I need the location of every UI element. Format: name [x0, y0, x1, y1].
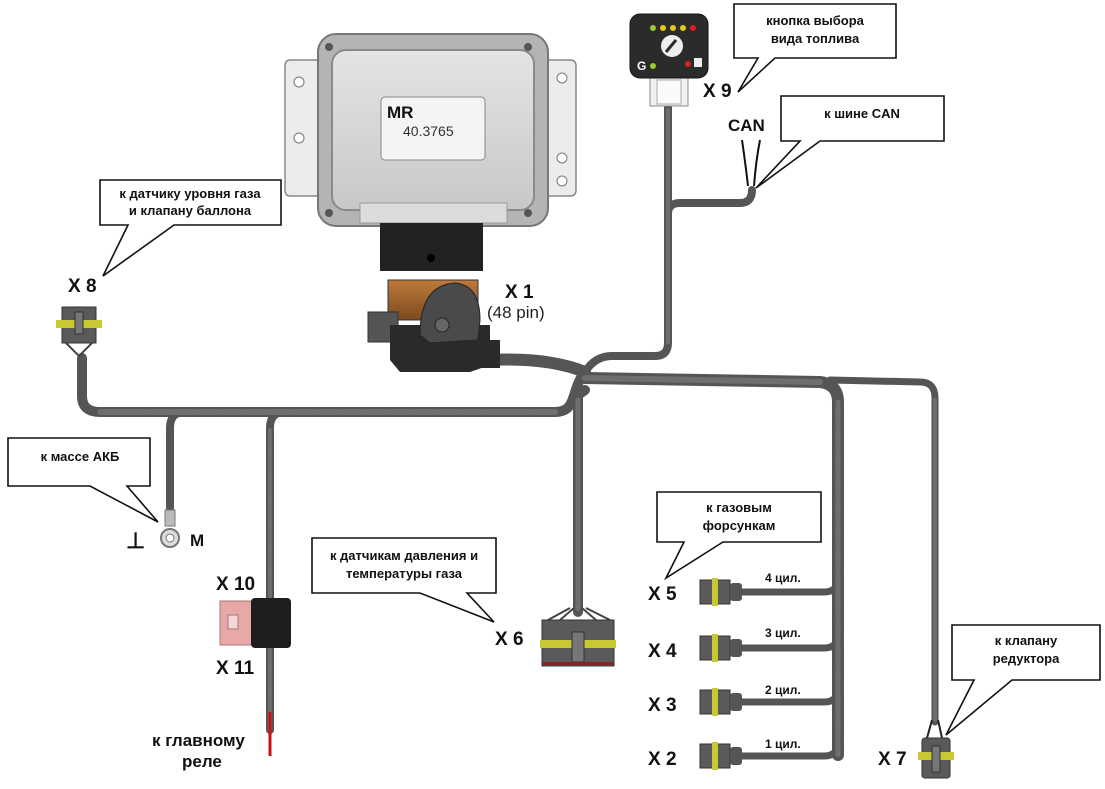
gas-led [650, 63, 656, 69]
callout-fuel-switch: кнопка выбора вида топлива [733, 3, 897, 93]
switch-led [660, 25, 666, 31]
ecu-flange-right [544, 59, 577, 197]
can-wires [741, 139, 761, 187]
x6-label: X 6 [495, 629, 524, 650]
connector-x3[interactable] [699, 688, 742, 716]
connector-x8[interactable] [56, 306, 102, 358]
x2-wire-label: 1 цил. [765, 737, 801, 751]
connector-x4[interactable] [699, 634, 742, 662]
ecu-brand: MR [387, 103, 413, 122]
x2-label: X 2 [648, 749, 677, 770]
connector-x6[interactable] [540, 607, 616, 667]
connector-x7[interactable] [918, 719, 954, 779]
harness-trunk [484, 353, 591, 378]
callout-injectors: к газовым форсункам [656, 491, 822, 581]
callout-battery-ground: к массе АКБ [7, 437, 159, 523]
lock-led [685, 61, 691, 67]
callout-injectors-line2: форсункам [703, 518, 776, 533]
callout-fuel-switch-line2: вида топлива [771, 31, 860, 46]
ecu-label-plate [380, 96, 486, 161]
x1-label: X 1 [505, 282, 534, 303]
callout-injectors-line1: к газовым [706, 500, 772, 515]
connector-x1[interactable] [367, 279, 500, 372]
fuse-holder-x10-x11[interactable] [219, 598, 291, 648]
x1-pins: (48 pin) [487, 303, 545, 322]
callout-reducer-valve-line1: к клапану [995, 633, 1058, 648]
main-relay-label-line2: реле [182, 752, 222, 771]
x9-label: X 9 [703, 81, 732, 102]
switch-led [680, 25, 686, 31]
x10-label: X 10 [216, 574, 255, 595]
x8-label: X 8 [68, 276, 97, 297]
ground-symbol-icon: ⊥ [126, 528, 145, 553]
callout-reducer-valve-line2: редуктора [993, 651, 1060, 666]
harness [77, 96, 939, 761]
callout-reducer-valve: к клапану редуктора [945, 624, 1101, 736]
connector-x5[interactable] [699, 578, 742, 606]
wire-can [664, 186, 756, 218]
callout-battery-ground-line1: к массе АКБ [41, 449, 120, 464]
wire-ground [166, 408, 189, 514]
callout-pressure-temp-line1: к датчикам давления и [330, 548, 478, 563]
wire-x7 [826, 376, 939, 726]
ground-mark: M [190, 531, 204, 550]
can-label: CAN [728, 116, 765, 135]
x4-label: X 4 [648, 641, 677, 662]
ecu-unit[interactable]: MR 40.3765 [284, 33, 577, 271]
callout-can-bus: к шине CAN [755, 95, 945, 189]
callout-fuel-switch-line1: кнопка выбора [766, 13, 865, 28]
callout-can-bus-line1: к шине CAN [824, 106, 900, 121]
lock-icon [694, 58, 702, 67]
x5-wire-label: 4 цил. [765, 571, 801, 585]
ecu-model: 40.3765 [403, 123, 454, 139]
connector-x2[interactable] [699, 742, 742, 770]
x11-label: X 11 [216, 658, 254, 679]
wire-x9 [581, 96, 672, 376]
callout-pressure-temp-line2: температуры газа [346, 566, 463, 581]
main-relay-label-line1: к главному [152, 731, 245, 750]
ground-terminal[interactable] [160, 509, 180, 548]
ecu-connector-socket [380, 223, 483, 271]
callout-pressure-temp: к датчикам давления и температуры газа [311, 537, 497, 623]
ecu-flange-left [284, 59, 321, 197]
callout-gas-level: к датчику уровня газа и клапану баллона [99, 179, 282, 277]
x7-label: X 7 [878, 749, 907, 770]
x3-wire-label: 2 цил. [765, 683, 801, 697]
callout-gas-level-line2: и клапану баллона [129, 203, 252, 218]
switch-led [670, 25, 676, 31]
wire-x8 [77, 353, 590, 417]
gas-letter: G [637, 59, 646, 73]
wire-relay [266, 408, 289, 734]
callout-gas-level-line1: к датчику уровня газа [119, 186, 261, 201]
fuel-switch-x9[interactable]: G [629, 13, 709, 107]
x3-label: X 3 [648, 695, 677, 716]
x5-label: X 5 [648, 584, 677, 605]
switch-led [690, 25, 696, 31]
x4-wire-label: 3 цил. [765, 626, 801, 640]
switch-led [650, 25, 656, 31]
